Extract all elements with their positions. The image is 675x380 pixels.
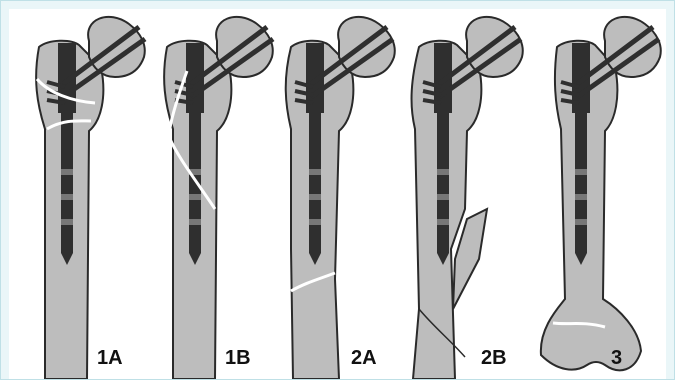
femur-1b (164, 17, 273, 379)
label-2b: 2B (481, 347, 507, 369)
femur-2b (412, 17, 523, 379)
femur-1a (36, 17, 145, 379)
label-2a: 2A (351, 347, 377, 369)
femur-2a (286, 17, 395, 379)
label-1a: 1A (97, 347, 123, 369)
figure-canvas: 1A 1B 2A 2B 3 (9, 9, 666, 379)
femur-3 (541, 17, 661, 370)
label-1b: 1B (225, 347, 251, 369)
label-3: 3 (611, 347, 622, 369)
femur-diagram: 1A 1B 2A 2B 3 (9, 9, 666, 379)
